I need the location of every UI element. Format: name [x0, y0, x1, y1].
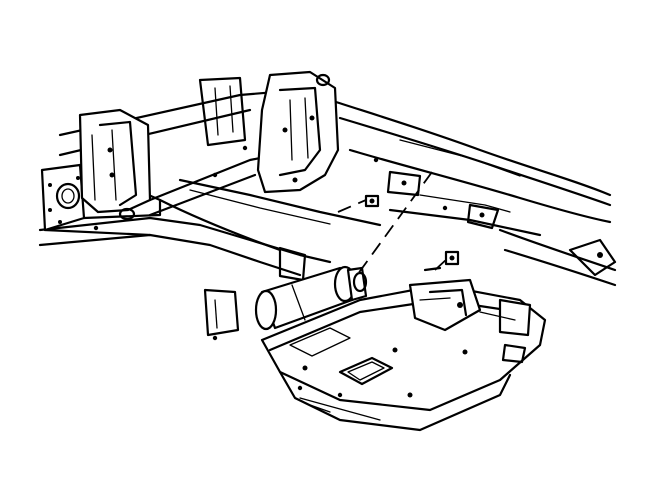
alignment-line-diagonal	[354, 171, 433, 279]
far-rail-details	[203, 157, 617, 341]
center-mount	[198, 70, 340, 194]
front-crossmember	[40, 163, 162, 237]
transfer-case-skid-plate	[260, 283, 547, 432]
mounting-bolt-lower	[423, 250, 460, 272]
actuator-canister	[254, 265, 368, 331]
left-bumper-bracket	[78, 108, 152, 231]
wiring-connector	[408, 278, 532, 364]
mounting-bolt-upper	[337, 194, 380, 213]
